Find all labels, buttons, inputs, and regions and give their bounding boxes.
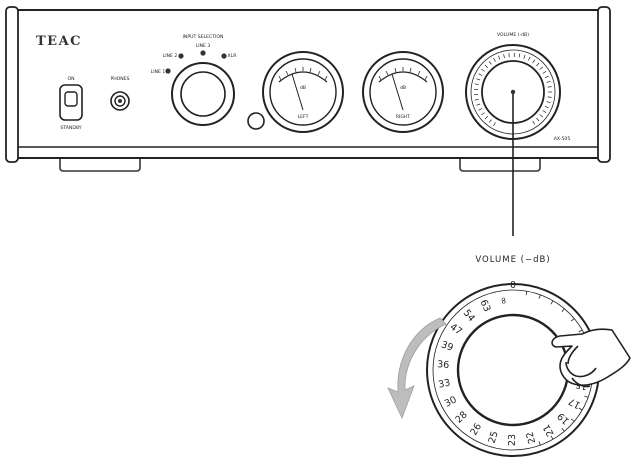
panel-dial-tick xyxy=(539,114,544,118)
panel-dial-tick xyxy=(478,108,483,111)
panel-dial-tick xyxy=(481,112,485,116)
panel-dial-tick xyxy=(498,55,501,60)
panel-dial-tick xyxy=(493,122,496,126)
panel-dial-tick xyxy=(544,105,549,109)
dial-tick xyxy=(550,435,554,440)
panel-dial-tick xyxy=(476,78,481,81)
dial-tick xyxy=(525,291,528,296)
model-label: AX-505 xyxy=(554,136,571,142)
panel-dial-tick xyxy=(474,98,479,101)
volume-panel-label: VOLUME (-dB) xyxy=(497,32,529,38)
meter-left-label: LEFT xyxy=(298,114,309,120)
dial-scale-number: 63 xyxy=(478,298,493,313)
dial-scale-number: 30 xyxy=(443,394,459,409)
dial-tick xyxy=(570,418,575,422)
dial-tick xyxy=(561,427,565,432)
panel-dial-tick xyxy=(544,75,549,79)
power-standby-label: STANDBY xyxy=(60,125,81,131)
panel-dial-tick xyxy=(484,64,489,68)
panel-dial-tick xyxy=(547,86,552,88)
panel-dial-tick xyxy=(532,120,536,125)
right-side-handle xyxy=(597,6,611,163)
dial-tick xyxy=(561,308,565,313)
rotation-arrow xyxy=(387,317,447,420)
dial-scale-number: 26 xyxy=(468,422,484,438)
panel-dial-tick xyxy=(518,53,521,58)
panel-dial-tick xyxy=(503,54,505,59)
panel-dial-tick xyxy=(476,103,481,106)
indicator-lamp xyxy=(247,112,265,130)
phones-jack[interactable] xyxy=(110,91,130,111)
dial-scale-number: 22 xyxy=(525,430,539,445)
input-line3-label: LINE 3 xyxy=(196,43,211,49)
panel-dial-tick xyxy=(547,96,552,98)
panel-dial-tick xyxy=(484,116,489,120)
panel-dial-tick xyxy=(536,62,540,67)
panel-dial-tick xyxy=(532,59,536,64)
dial-scale-number: 17 xyxy=(567,395,583,410)
panel-dial-tick xyxy=(478,73,483,76)
hand-icon xyxy=(551,328,631,388)
dial-scale-number: 39 xyxy=(440,339,455,353)
panel-dial-tick xyxy=(474,83,479,86)
dial-tick xyxy=(538,294,541,299)
input-xlr-indicator xyxy=(221,53,227,59)
panel-dial-tick xyxy=(546,80,551,83)
dial-top-mark: 0 xyxy=(510,280,516,291)
input-selector-knob[interactable] xyxy=(171,62,235,126)
panel-dial-tick xyxy=(488,119,492,123)
dial-tick xyxy=(578,329,583,333)
panel-dial-tick xyxy=(481,68,485,72)
brand-logo: TEAC xyxy=(36,34,82,49)
input-line1-indicator xyxy=(165,68,171,74)
dial-tick xyxy=(584,395,589,398)
meter-right-db-label: dB xyxy=(400,85,406,91)
vu-meter-right: dB RIGHT xyxy=(362,51,444,133)
meter-left-db-label: dB xyxy=(300,85,306,91)
panel-dial-tick xyxy=(546,101,551,104)
panel-dial-tick xyxy=(493,58,496,62)
panel-dial-tick xyxy=(527,56,531,61)
power-on-label: ON xyxy=(67,76,74,82)
dial-scale-number: 25 xyxy=(487,430,501,445)
dial-tick xyxy=(550,300,554,305)
left-side-handle xyxy=(5,6,19,163)
input-line3-indicator xyxy=(200,50,206,56)
panel-dial-tick xyxy=(539,66,544,70)
panel-dial-tick xyxy=(542,110,547,113)
phones-label: PHONES xyxy=(110,76,129,82)
dial-scale-number: 23 xyxy=(507,434,518,446)
input-line2-indicator xyxy=(178,53,184,59)
panel-volume-knob[interactable] xyxy=(465,44,561,140)
callout-label: VOLUME (−dB) xyxy=(475,255,550,265)
panel-dial-tick xyxy=(542,71,547,74)
meter-right-label: RIGHT xyxy=(396,114,411,120)
input-selection-label: INPUT SELECTION xyxy=(183,34,224,40)
dial-tick xyxy=(578,407,583,411)
dial-tick xyxy=(538,441,541,446)
input-line1-label: LINE 1 xyxy=(151,69,166,75)
panel-dial-tick xyxy=(523,54,526,59)
dial-tick xyxy=(570,318,575,322)
panel-dial-tick xyxy=(488,61,492,65)
dial-scale-number: 33 xyxy=(437,377,451,390)
panel-dial-tick xyxy=(536,117,540,122)
input-xlr-label: XLR xyxy=(228,53,238,59)
vu-meter-left: dB LEFT xyxy=(262,51,344,133)
amplifier-front-panel: TEAC ON STANDBY PHONES INPUT SELECTION L… xyxy=(5,6,611,172)
dial-scale-number: ∞ xyxy=(497,296,509,305)
dial-knob[interactable] xyxy=(456,313,570,427)
dial-scale-number: 36 xyxy=(437,359,450,371)
dial-scale-number: 21 xyxy=(541,422,557,438)
input-line2-label: LINE 2 xyxy=(163,53,178,59)
